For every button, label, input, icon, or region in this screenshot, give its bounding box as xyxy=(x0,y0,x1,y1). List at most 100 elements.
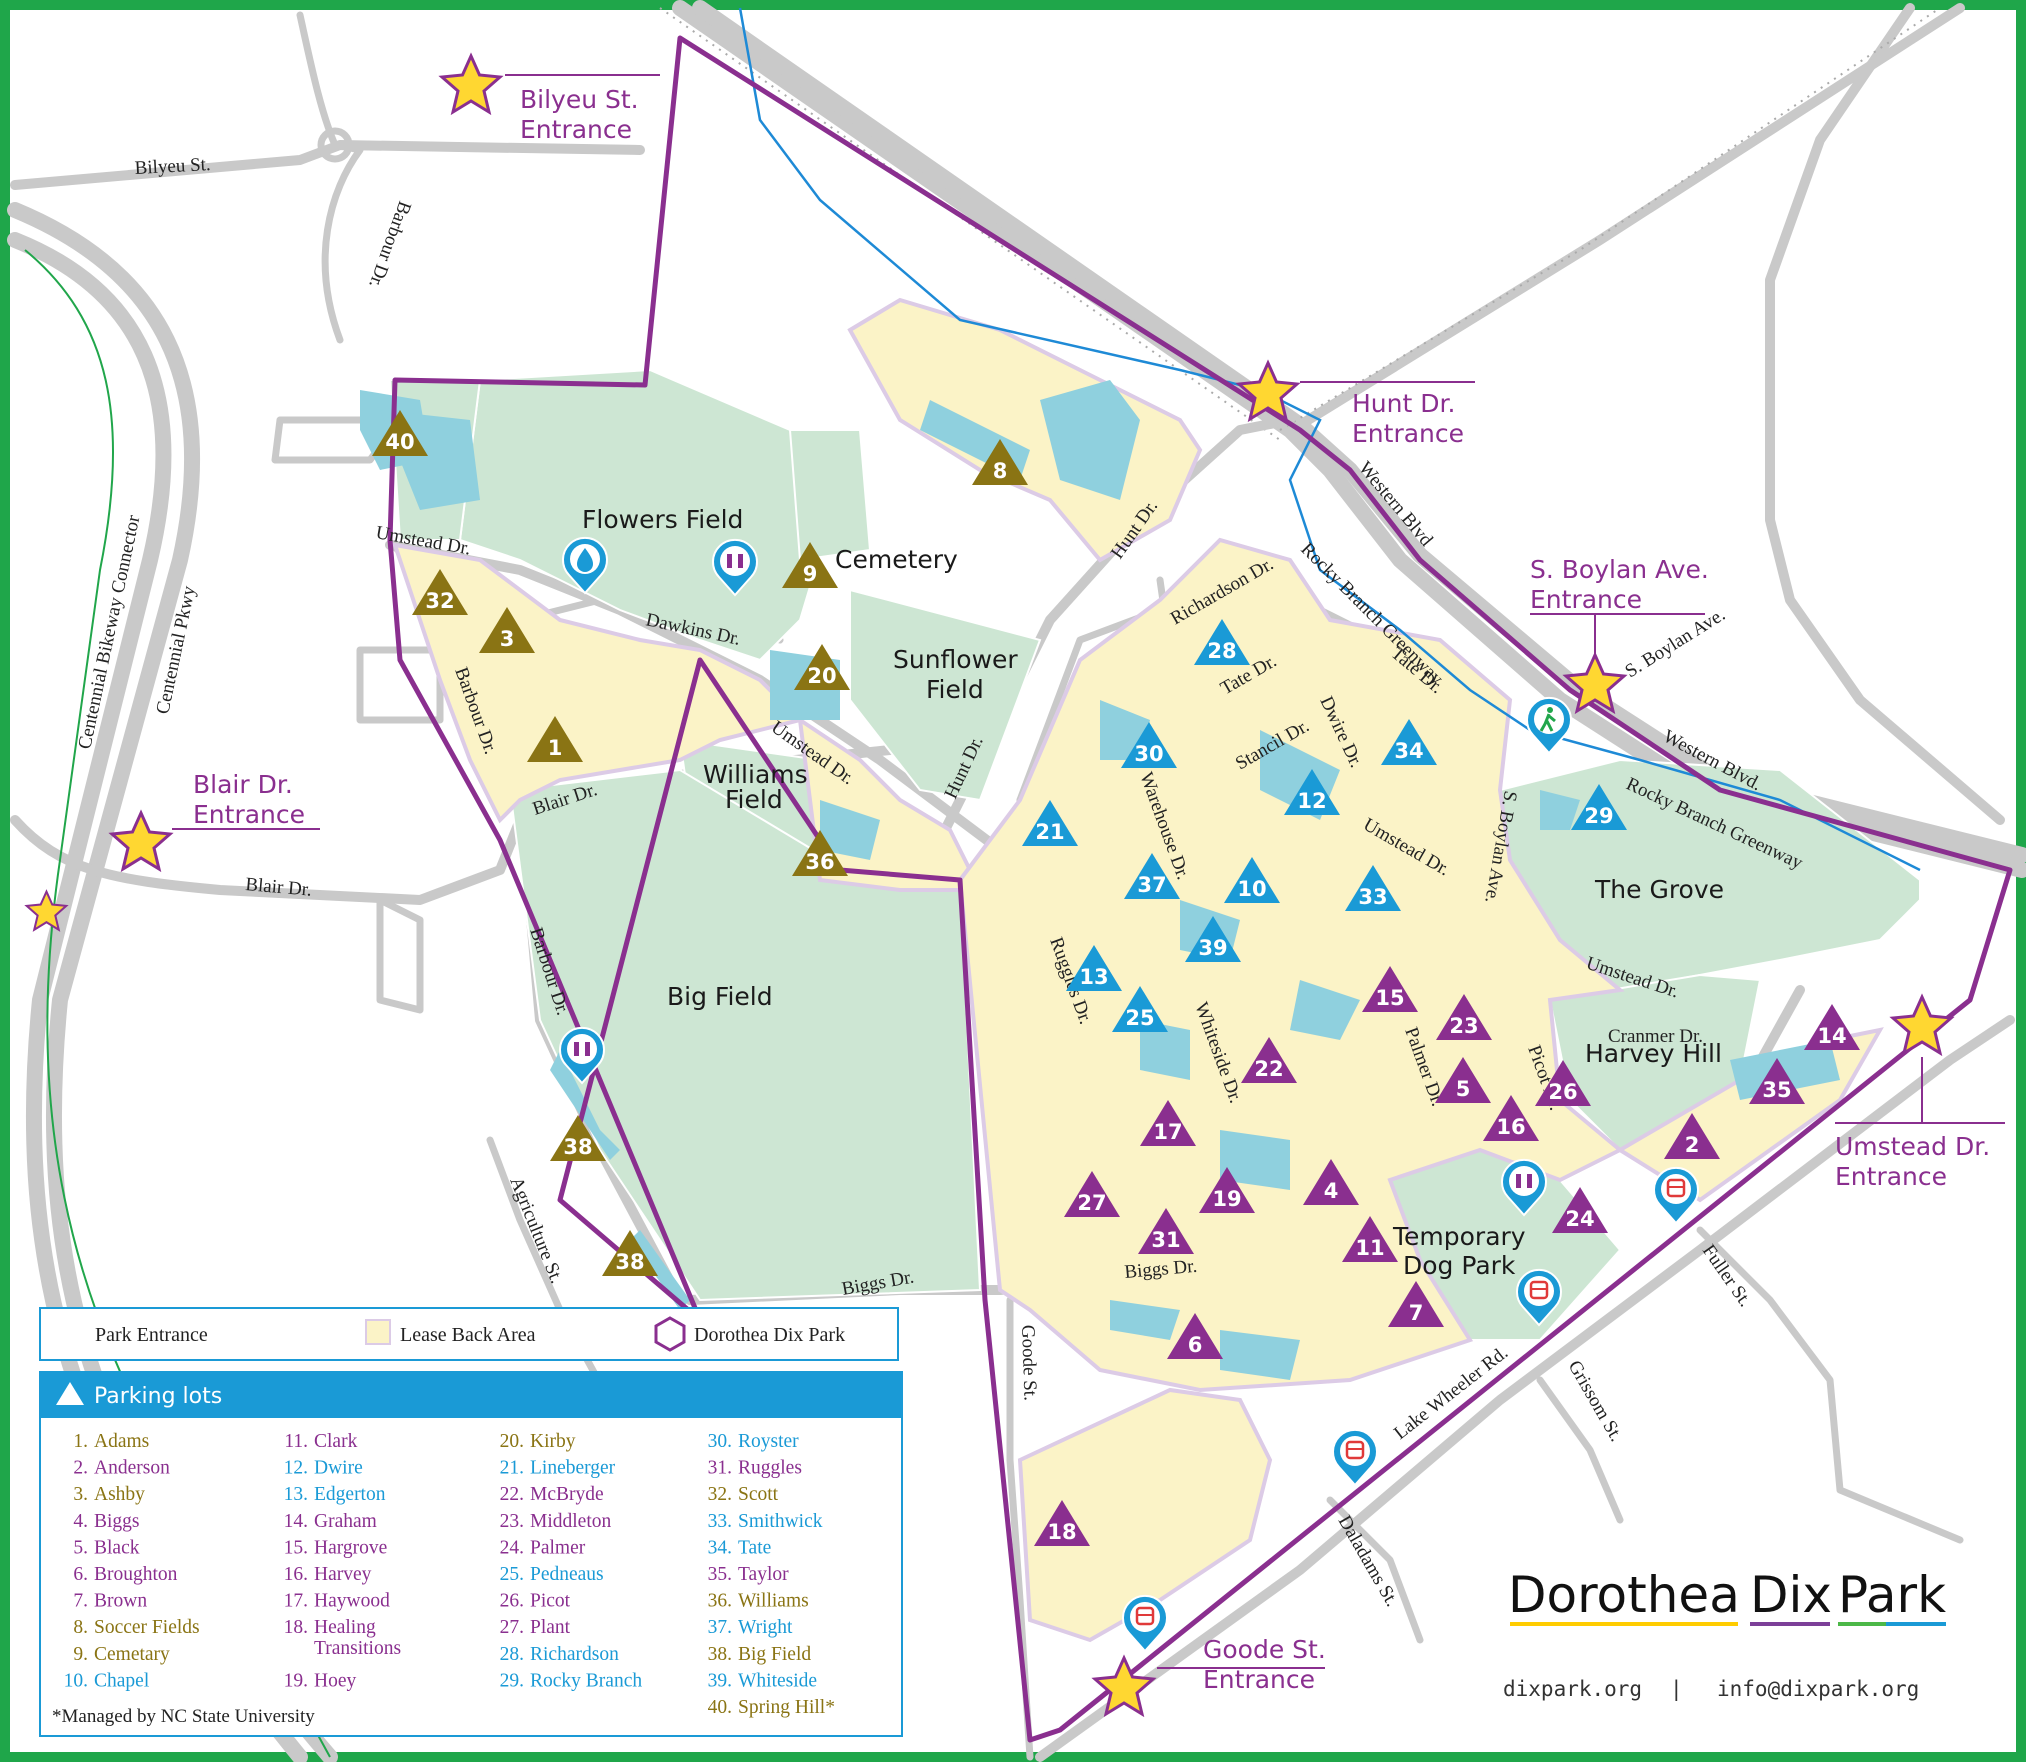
parking-marker-28[interactable]: 28 xyxy=(1194,619,1250,665)
parking-marker-31[interactable]: 31 xyxy=(1138,1208,1194,1254)
lot-item-name: Pedneaus xyxy=(530,1564,604,1585)
brand-underline-green xyxy=(1838,1622,1886,1626)
water-drop-icon[interactable] xyxy=(562,536,608,595)
parking-marker-18[interactable]: 18 xyxy=(1034,1500,1090,1546)
lot-item-number: 25. xyxy=(500,1564,524,1585)
bus-icon[interactable] xyxy=(1332,1428,1378,1487)
lot-item-name: Williams xyxy=(738,1591,809,1612)
parking-marker-39[interactable]: 39 xyxy=(1185,916,1241,962)
lot-item-name: Rocky Branch xyxy=(530,1670,642,1691)
parking-marker-27[interactable]: 27 xyxy=(1064,1171,1120,1217)
restroom-icon[interactable] xyxy=(1501,1158,1547,1217)
lot-item-name: Richardson xyxy=(530,1644,619,1665)
lot-item-number: 12. xyxy=(284,1458,308,1479)
hiker-icon[interactable] xyxy=(1526,696,1572,755)
parking-marker-6[interactable]: 6 xyxy=(1167,1313,1223,1359)
entrance-star-icon xyxy=(1891,995,1953,1055)
brand-email[interactable]: info@dixpark.org xyxy=(1717,1677,1919,1701)
parking-marker-7[interactable]: 7 xyxy=(1388,1281,1444,1327)
entrance-s-boylan[interactable]: S. Boylan Ave. Entrance xyxy=(1530,555,1709,713)
parking-marker-32[interactable]: 32 xyxy=(412,569,468,615)
parking-marker-25[interactable]: 25 xyxy=(1112,986,1168,1032)
lot-item-number: 10. xyxy=(64,1670,88,1691)
lot-item-number: 21. xyxy=(500,1458,524,1479)
brand-underline-yellow xyxy=(1510,1622,1738,1626)
parking-marker-4[interactable]: 4 xyxy=(1303,1159,1359,1205)
restroom-icon[interactable] xyxy=(712,538,758,597)
parking-marker-19[interactable]: 19 xyxy=(1199,1167,1255,1213)
parking-marker-29[interactable]: 29 xyxy=(1571,784,1627,830)
entrance-goode[interactable]: Goode St. Entrance xyxy=(1093,1635,1326,1716)
parking-marker-17[interactable]: 17 xyxy=(1140,1100,1196,1146)
entrance-umstead[interactable]: Umstead Dr. Entrance xyxy=(1835,995,2005,1191)
area-label-harvey-hill: Harvey Hill xyxy=(1585,1039,1722,1068)
parking-marker-38b[interactable]: 38 xyxy=(602,1230,658,1276)
lot-item-number: 3. xyxy=(73,1484,88,1505)
parking-marker-8[interactable]: 8 xyxy=(972,439,1028,485)
parking-marker-37[interactable]: 37 xyxy=(1124,853,1180,899)
parking-marker-9[interactable]: 9 xyxy=(782,542,838,588)
entrance-blair[interactable]: Blair Dr. Entrance xyxy=(110,770,320,871)
svg-text:37: 37 xyxy=(1137,873,1166,897)
entrance-hunt[interactable]: Hunt Dr. Entrance xyxy=(1237,361,1475,448)
lot-item-name: Harvey xyxy=(314,1564,372,1585)
parking-marker-10[interactable]: 10 xyxy=(1224,857,1280,903)
lot-item-name: Middleton xyxy=(530,1511,611,1532)
lot-item-name: Tate xyxy=(738,1537,771,1558)
entrance-star-icon xyxy=(110,811,172,871)
parking-marker-11[interactable]: 11 xyxy=(1342,1216,1398,1262)
parking-marker-34[interactable]: 34 xyxy=(1381,719,1437,765)
parking-marker-20[interactable]: 20 xyxy=(794,644,850,690)
parking-marker-15[interactable]: 15 xyxy=(1362,966,1418,1012)
entrance-star-icon xyxy=(440,54,502,114)
parking-marker-35[interactable]: 35 xyxy=(1749,1058,1805,1104)
parking-marker-14[interactable]: 14 xyxy=(1804,1004,1860,1050)
parking-marker-26[interactable]: 26 xyxy=(1535,1060,1591,1106)
bus-icon[interactable] xyxy=(1516,1268,1562,1327)
entrance-label-s-boylan-2: Entrance xyxy=(1530,585,1642,614)
svg-text:1: 1 xyxy=(548,736,563,760)
parking-marker-24[interactable]: 24 xyxy=(1552,1187,1608,1233)
bus-icon[interactable] xyxy=(1653,1166,1699,1225)
entrance-bilyeu[interactable]: Bilyeu St. Entrance xyxy=(440,54,660,144)
parking-marker-1[interactable]: 1 xyxy=(527,716,583,762)
lot-item-number: 39. xyxy=(708,1670,732,1691)
parking-marker-5[interactable]: 5 xyxy=(1435,1057,1491,1103)
brand-underline-purple xyxy=(1750,1622,1830,1626)
restroom-icon[interactable] xyxy=(559,1026,605,1085)
parking-marker-36[interactable]: 36 xyxy=(792,830,848,876)
brand-website[interactable]: dixpark.org xyxy=(1503,1677,1642,1701)
lot-item-number: 36. xyxy=(708,1591,732,1612)
parking-marker-23[interactable]: 23 xyxy=(1436,994,1492,1040)
parking-marker-2[interactable]: 2 xyxy=(1664,1113,1720,1159)
parking-marker-22[interactable]: 22 xyxy=(1241,1037,1297,1083)
lot-item-name: Chapel xyxy=(94,1670,150,1691)
parking-marker-12[interactable]: 12 xyxy=(1284,769,1340,815)
bus-icon[interactable] xyxy=(1122,1594,1168,1653)
parking-marker-3[interactable]: 3 xyxy=(479,607,535,653)
parking-marker-40[interactable]: 40 xyxy=(372,410,428,456)
svg-text:21: 21 xyxy=(1035,820,1064,844)
lot-item-name: Black xyxy=(94,1537,140,1558)
parking-marker-21[interactable]: 21 xyxy=(1022,800,1078,846)
area-label-sunflower-field-2: Field xyxy=(926,675,984,704)
svg-text:19: 19 xyxy=(1212,1187,1241,1211)
lot-item-number: 22. xyxy=(500,1484,524,1505)
parking-marker-38a[interactable]: 38 xyxy=(550,1115,606,1161)
parking-marker-13[interactable]: 13 xyxy=(1066,945,1122,991)
lot-item-number: 27. xyxy=(500,1617,524,1638)
entrance-label-goode-1: Goode St. xyxy=(1203,1635,1326,1664)
svg-text:16: 16 xyxy=(1496,1115,1525,1139)
area-label-the-grove: The Grove xyxy=(1594,875,1724,904)
svg-text:27: 27 xyxy=(1077,1191,1106,1215)
parking-marker-16[interactable]: 16 xyxy=(1483,1095,1539,1141)
entrance-label-umstead-1: Umstead Dr. xyxy=(1835,1132,1990,1161)
parking-marker-33[interactable]: 33 xyxy=(1345,865,1401,911)
lot-item-number: 31. xyxy=(708,1458,732,1479)
lease-northwest xyxy=(392,542,804,824)
svg-text:24: 24 xyxy=(1565,1207,1594,1231)
parking-legend-box xyxy=(39,1371,903,1737)
parking-marker-30[interactable]: 30 xyxy=(1121,722,1177,768)
entrance-label-s-boylan-1: S. Boylan Ave. xyxy=(1530,555,1709,584)
